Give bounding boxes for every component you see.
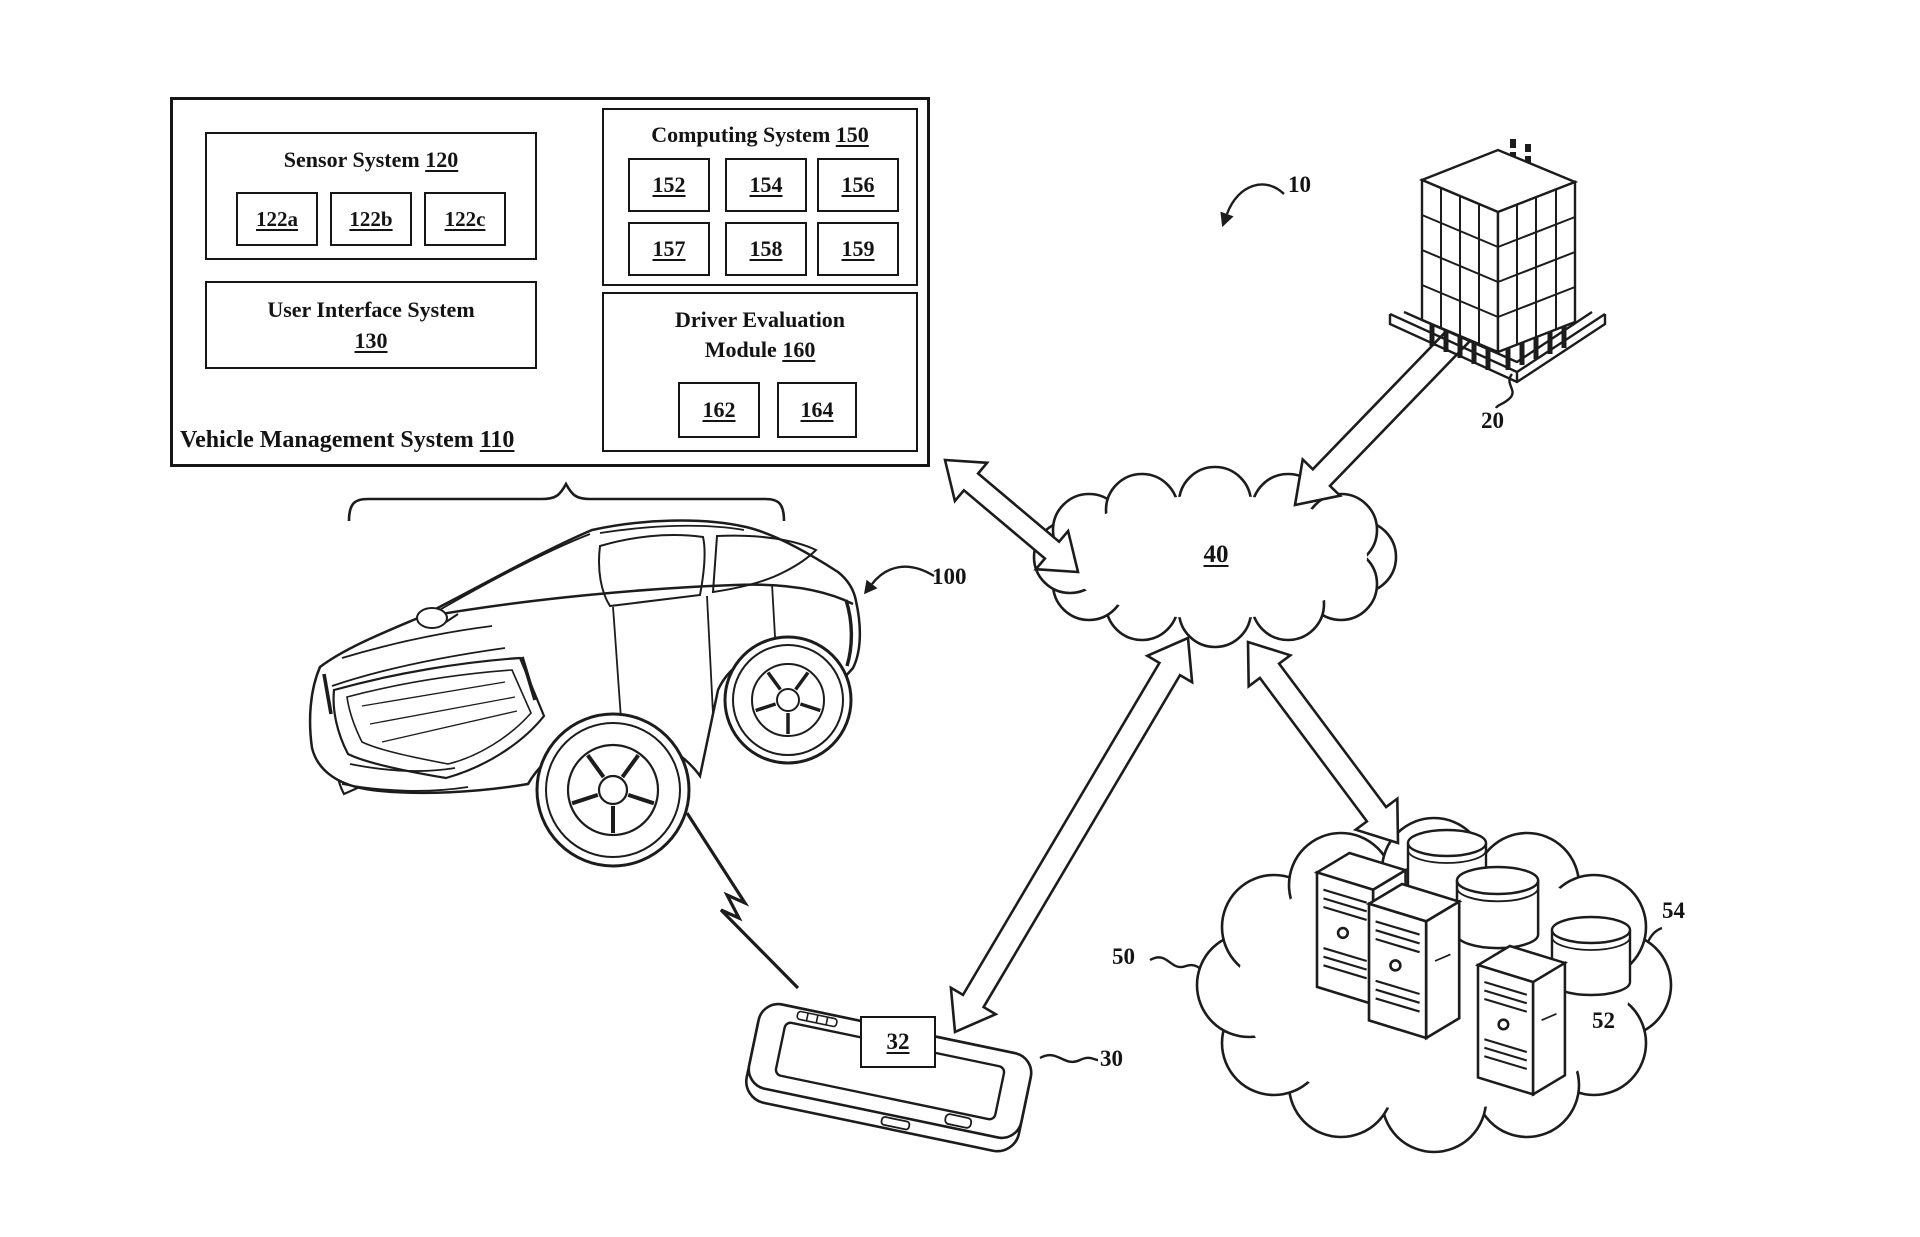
- vms-title: Vehicle Management System 110: [180, 427, 514, 454]
- ui-system-ref: 130: [354, 328, 388, 353]
- module-157-box: 157: [628, 222, 710, 276]
- network-cloud-shape: [1032, 465, 1398, 649]
- label-10: 10: [1288, 172, 1311, 197]
- module-157-ref: 157: [652, 236, 686, 261]
- vms-title-text: Vehicle Management System: [180, 427, 474, 453]
- car-grille: [332, 656, 546, 780]
- label-32: 32: [886, 1029, 910, 1054]
- arrow-network-to-phone: [949, 636, 1194, 1034]
- label-20: 20: [1481, 408, 1504, 433]
- smartphone-icon: [745, 1002, 1033, 1153]
- module-156-ref: 156: [841, 172, 875, 197]
- vms-box: [170, 97, 930, 467]
- ui-system-title: User Interface System: [267, 297, 475, 322]
- label-100: 100: [932, 564, 967, 589]
- sensor-122a-ref: 122a: [256, 206, 298, 231]
- vms-ref: 110: [479, 427, 515, 453]
- label-20-leader: [1494, 373, 1514, 409]
- arrow-network-to-vms: [943, 458, 1080, 574]
- label-52: 52: [1592, 1008, 1615, 1033]
- vehicle-brace: [347, 481, 786, 522]
- module-152-ref: 152: [652, 172, 686, 197]
- car-front-wheel: [535, 712, 691, 868]
- driver-eval-title-2: Module: [704, 337, 777, 362]
- label-100-arrowhead: [864, 579, 878, 595]
- phone-port: [880, 1116, 911, 1131]
- label-10-arrowhead: [1220, 211, 1234, 228]
- module-158-box: 158: [725, 222, 807, 276]
- module-152-box: 152: [628, 158, 710, 212]
- driver-eval-box: Driver Evaluation Module 160: [602, 292, 918, 452]
- sensor-122c-box: 122c: [424, 192, 506, 246]
- driver-eval-title-1: Driver Evaluation: [674, 307, 846, 332]
- module-162-box: 162: [678, 382, 760, 438]
- server-tower-icon: [1367, 882, 1461, 1040]
- arrow-network-to-servers: [1246, 640, 1400, 845]
- module-164-ref: 164: [800, 397, 834, 422]
- sensor-system-ref: 120: [425, 147, 459, 172]
- car-rear-wheel: [723, 635, 853, 765]
- label-50: 50: [1112, 944, 1135, 969]
- module-159-box: 159: [817, 222, 899, 276]
- mobile-app-box: 32: [860, 1016, 936, 1068]
- phone-button: [944, 1113, 973, 1129]
- car-headlight: [322, 656, 537, 715]
- server-tower-icon: [1476, 944, 1567, 1096]
- label-54: 54: [1662, 898, 1685, 923]
- module-162-ref: 162: [702, 397, 736, 422]
- sensor-122b-box: 122b: [330, 192, 412, 246]
- label-10-arrow: [1225, 183, 1285, 215]
- module-154-ref: 154: [749, 172, 783, 197]
- ui-system-box: User Interface System 130: [205, 281, 537, 369]
- computing-system-ref: 150: [835, 122, 869, 147]
- building-icon: [1388, 138, 1607, 384]
- computing-system-title: Computing System: [651, 122, 831, 147]
- car-icon: [308, 519, 862, 868]
- label-30: 30: [1100, 1046, 1123, 1071]
- module-154-box: 154: [725, 158, 807, 212]
- label-100-arrow: [871, 565, 935, 585]
- label-40: 40: [1203, 541, 1229, 568]
- module-156-box: 156: [817, 158, 899, 212]
- lightning-bolt-icon: [685, 812, 800, 990]
- car-mirror: [416, 607, 448, 629]
- driver-eval-ref: 160: [782, 337, 816, 362]
- sensor-122a-box: 122a: [236, 192, 318, 246]
- car-taillight: [844, 599, 854, 667]
- label-30-leader: [1039, 1054, 1099, 1064]
- module-164-box: 164: [777, 382, 857, 438]
- module-159-ref: 159: [841, 236, 875, 261]
- phone-speaker-icon: [796, 1010, 838, 1028]
- sensor-122b-ref: 122b: [349, 206, 393, 231]
- sensor-system-title: Sensor System: [283, 147, 420, 172]
- database-cylinder-icon: [1455, 865, 1540, 950]
- sensor-122c-ref: 122c: [444, 206, 486, 231]
- module-158-ref: 158: [749, 236, 783, 261]
